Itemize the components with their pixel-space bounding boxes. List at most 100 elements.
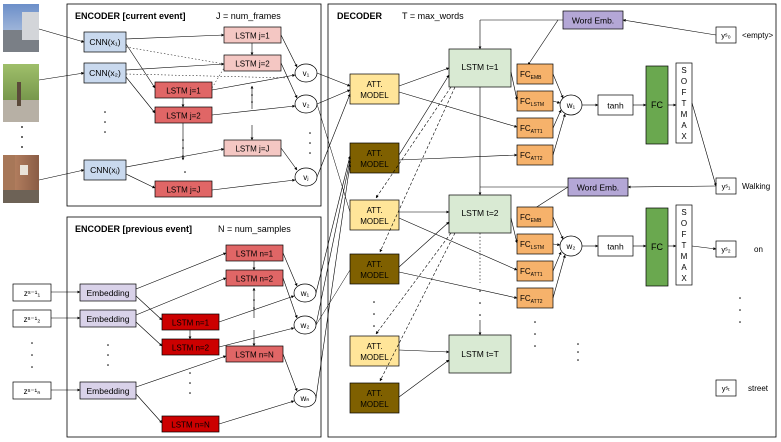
cnn-ellipsis [104,111,106,133]
svg-text:LSTM n=2: LSTM n=2 [236,275,274,284]
z-2: zˢ⁻¹₂ [12,309,52,328]
prev-ellipsis [189,299,255,394]
embedding-ellipsis [107,344,109,366]
svg-text:yˢ₂: yˢ₂ [721,245,730,254]
svg-text:ATT.: ATT. [367,149,383,158]
enc-lstm-bottom-1: LSTM j=1 [154,81,213,99]
att-model-light-2: ATT. MODEL [349,199,400,231]
svg-text:O: O [681,77,687,86]
svg-text:yˢ₀: yˢ₀ [721,31,730,40]
v-ellipsis [309,132,311,154]
w-1: w₁ [293,283,317,303]
svg-text:FC: FC [651,242,663,252]
prev-lstm-top-1: LSTM n=1 [225,244,284,262]
svg-text:MODEL: MODEL [360,160,389,169]
svg-text:LSTM t=T: LSTM t=T [461,349,499,359]
tanh-2: tanh [597,235,634,257]
encoder-current-param: J = num_frames [216,11,281,21]
svg-text:CNN(xⱼ): CNN(xⱼ) [90,165,120,175]
svg-text:T: T [682,99,687,108]
svg-text:LSTM n=1: LSTM n=1 [172,319,210,328]
tanh-1: tanh [597,94,634,116]
svg-text:tanh: tanh [607,101,624,111]
svg-text:MODEL: MODEL [360,217,389,226]
z-n: zˢ⁻¹ₙ [12,381,52,400]
svg-text:w₂: w₂ [566,242,576,251]
output-ellipsis [739,297,741,323]
encoder-previous-param: N = num_samples [218,224,291,234]
svg-text:F: F [682,230,687,239]
word-emb-2: Word Emb. [567,177,629,197]
fc-att1-2: FCATT1 [516,260,554,282]
svg-text:vⱼ: vⱼ [303,173,308,182]
fc-att1-1: FCATT1 [516,117,554,139]
svg-text:LSTM j=2: LSTM j=2 [166,112,201,121]
embedding-1: Embedding [79,283,137,302]
svg-text:LSTM j=1: LSTM j=1 [235,32,270,41]
svg-text:LSTM j=J: LSTM j=J [235,145,269,154]
svg-text:yˢₜ: yˢₜ [722,384,731,393]
fc-att2-1: FCATT2 [516,144,554,166]
att-model-dark-1: ATT. MODEL [349,142,400,174]
decoder-panel [327,3,777,438]
dec-w-2: w₂ [559,235,583,257]
svg-text:M: M [681,252,688,261]
embedding-2: Embedding [79,309,137,328]
svg-text:v₁: v₁ [303,69,310,78]
fc-ellipsis [534,321,579,361]
svg-text:yˢ₁: yˢ₁ [722,182,731,191]
encoder-previous-title: ENCODER [previous event] [75,224,192,234]
cnn-1: CNN(x₁) [83,31,127,53]
prev-lstm-top-2: LSTM n=2 [225,269,284,287]
fc-emb-1: FCEMB [516,63,554,85]
svg-text:A: A [681,121,687,130]
svg-text:FCEMB: FCEMB [520,70,542,81]
svg-text:MODEL: MODEL [360,353,389,362]
enc-lstm-bottom-2: LSTM j=2 [154,106,213,124]
dec-lstm-1: LSTM t=1 [448,48,512,88]
photo-ellipsis [21,126,23,148]
svg-text:MODEL: MODEL [360,271,389,280]
svg-text:ATT.: ATT. [367,260,383,269]
svg-text:CNN(x₂): CNN(x₂) [89,68,121,78]
svg-text:LSTM j=2: LSTM j=2 [235,60,270,69]
svg-text:ATT.: ATT. [367,389,383,398]
svg-text:MODEL: MODEL [360,91,389,100]
output-yt: yˢₜ [715,379,737,397]
street-photo-1-icon [3,4,39,52]
output-word-3: street [748,384,769,393]
svg-text:FCATT1: FCATT1 [520,267,543,278]
street-photo-2-icon [3,64,39,122]
decoder-title: DECODER [337,11,383,21]
svg-text:w₁: w₁ [300,289,310,298]
svg-text:T: T [682,241,687,250]
svg-text:zˢ⁻¹₁: zˢ⁻¹₁ [24,289,41,298]
enc-lstm-top-1: LSTM j=1 [223,26,282,44]
att-ellipsis [373,301,375,327]
svg-text:zˢ⁻¹₂: zˢ⁻¹₂ [24,315,41,324]
svg-text:S: S [681,208,686,217]
svg-text:MODEL: MODEL [360,400,389,409]
svg-text:FCLSTM: FCLSTM [520,97,544,108]
enc-ellipsis [182,94,253,173]
svg-text:X: X [681,132,687,141]
svg-text:FCATT1: FCATT1 [520,124,543,135]
embedding-n: Embedding [79,381,137,400]
output-word-0: <empty> [742,31,773,40]
att-model-light-1: ATT. MODEL [349,73,400,105]
fc-2: FC [645,207,669,287]
word-emb-1: Word Emb. [562,10,624,30]
street-photo-3-icon [3,155,39,203]
svg-text:tanh: tanh [607,242,624,252]
svg-text:ATT.: ATT. [367,342,383,351]
svg-text:Word Emb.: Word Emb. [577,183,619,193]
att-model-light-t: ATT. MODEL [349,335,400,367]
svg-text:w₂: w₂ [300,321,310,330]
svg-text:A: A [681,263,687,272]
output-y1: yˢ₁ [715,177,737,195]
svg-text:Embedding: Embedding [86,288,129,298]
w-n: wₙ [293,388,317,408]
svg-text:wₙ: wₙ [300,394,310,403]
fc-lstm-1: FCLSTM [516,90,554,112]
enc-lstm-top-2: LSTM j=2 [223,54,282,72]
